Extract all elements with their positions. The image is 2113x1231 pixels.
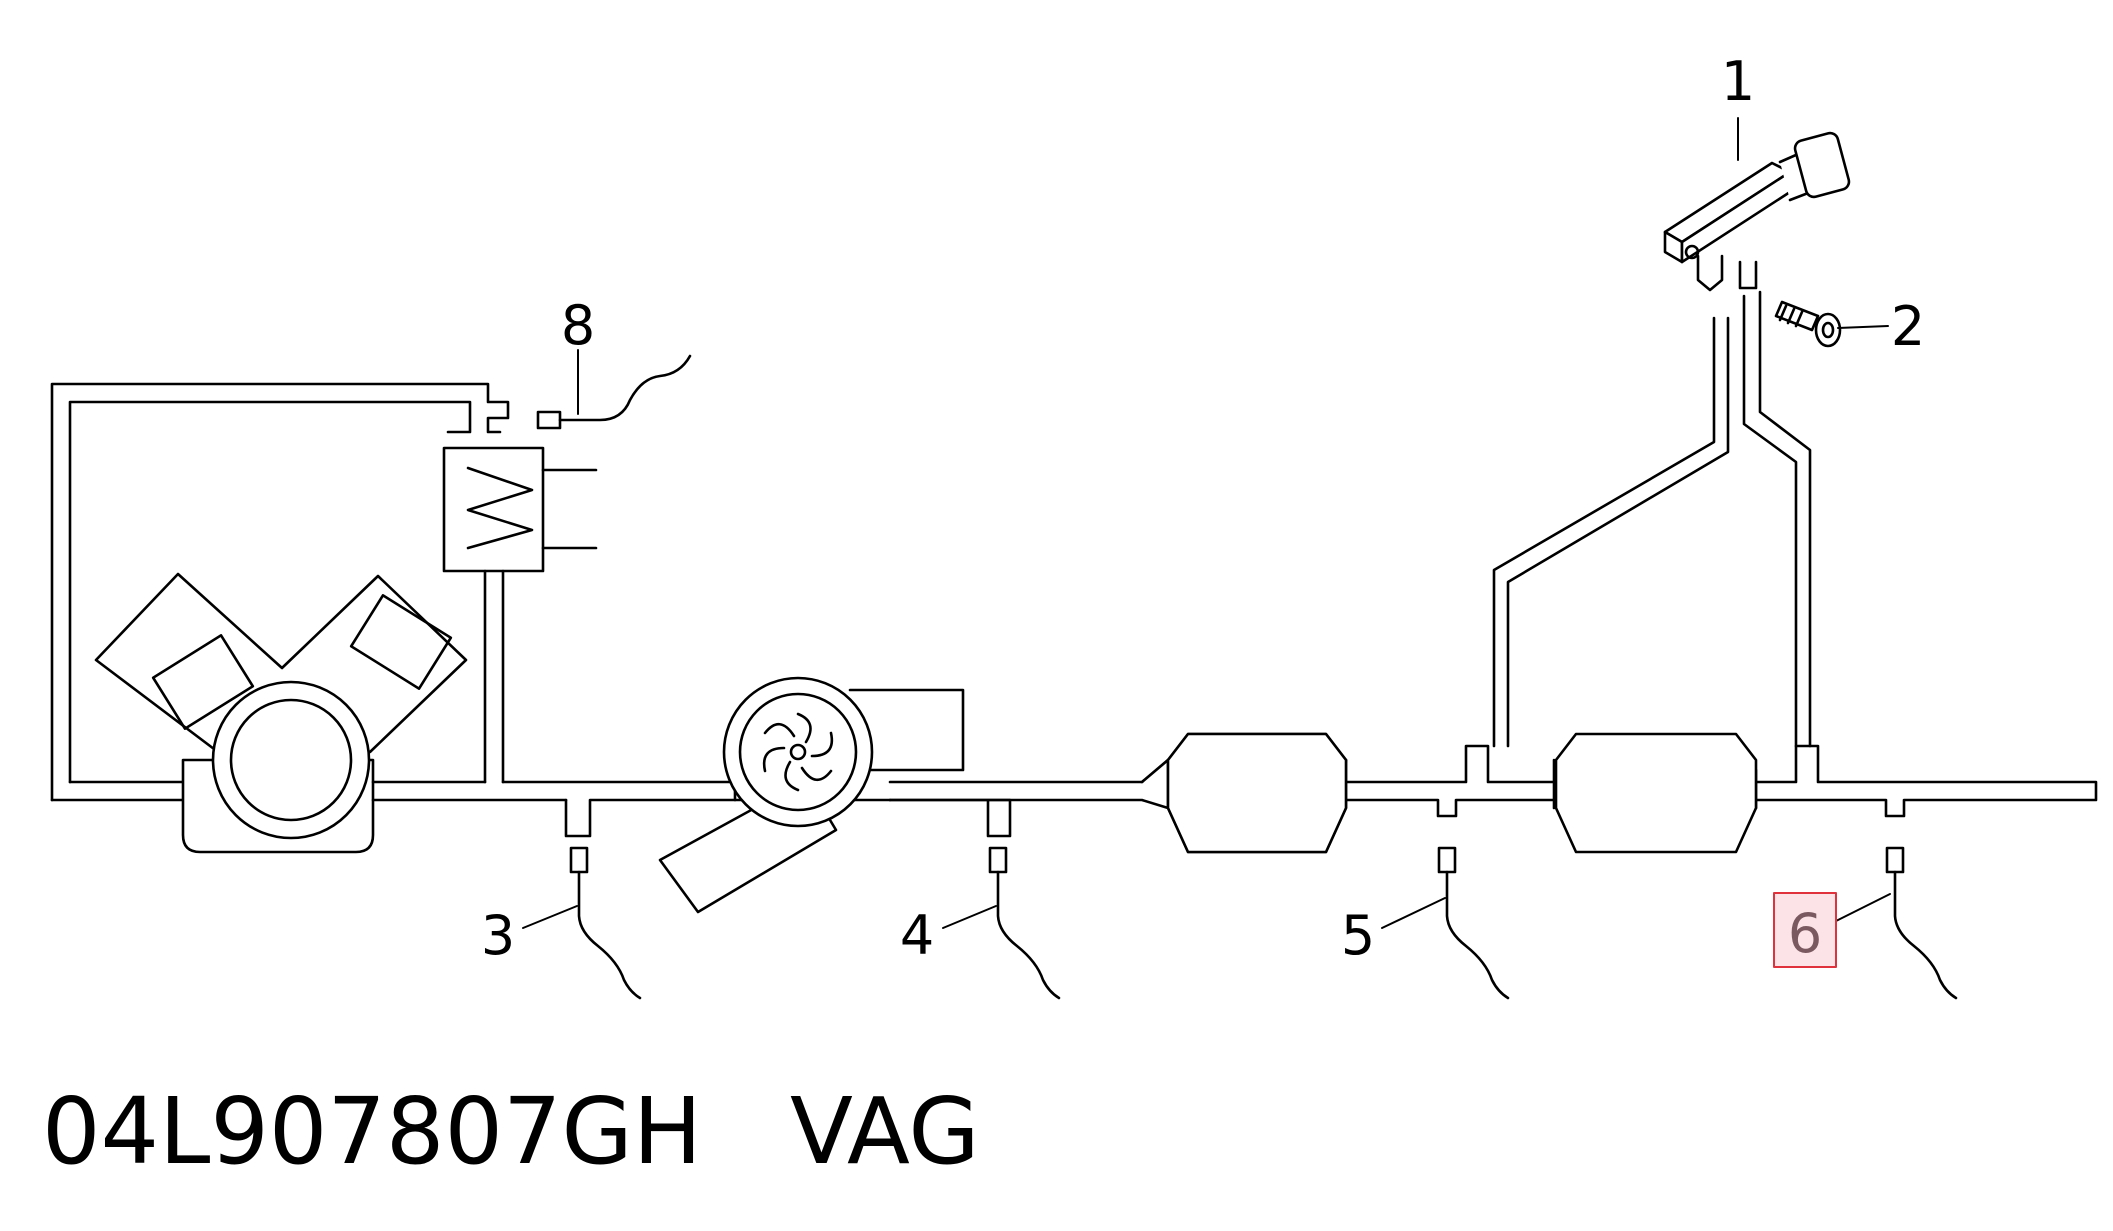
part-number: 04L907807GH (42, 1078, 702, 1185)
sensor-bosses (564, 798, 1012, 838)
pressure-lines (1492, 290, 1812, 748)
temp-sensor-4 (988, 846, 1061, 1000)
callout-5[interactable]: 5 (1341, 904, 1375, 967)
turbocharger (658, 676, 965, 914)
temp-sensor-6 (1885, 846, 1958, 1000)
temp-sensor-3 (569, 846, 642, 1000)
callout-1[interactable]: 1 (1721, 50, 1755, 113)
pressure-sensor (1663, 131, 1851, 292)
callout-2[interactable]: 2 (1891, 295, 1925, 358)
callout-6[interactable]: 6 (1788, 902, 1822, 965)
brand: VAG (790, 1078, 980, 1185)
engine-block (94, 572, 468, 854)
callout-8[interactable]: 8 (561, 294, 595, 357)
egr-loop-pipe (50, 382, 510, 802)
callout-6-highlight[interactable] (1773, 892, 1837, 968)
catalytic-converter-1 (1140, 732, 1348, 854)
particulate-filter (1554, 732, 1758, 854)
callout-3[interactable]: 3 (481, 904, 515, 967)
leader-lines (522, 117, 1891, 929)
callout-4[interactable]: 4 (900, 904, 934, 967)
temp-sensor-5 (1437, 846, 1510, 1000)
egr-temp-sensor (536, 354, 692, 430)
egr-cooler (442, 446, 598, 784)
bolt (1774, 300, 1842, 348)
